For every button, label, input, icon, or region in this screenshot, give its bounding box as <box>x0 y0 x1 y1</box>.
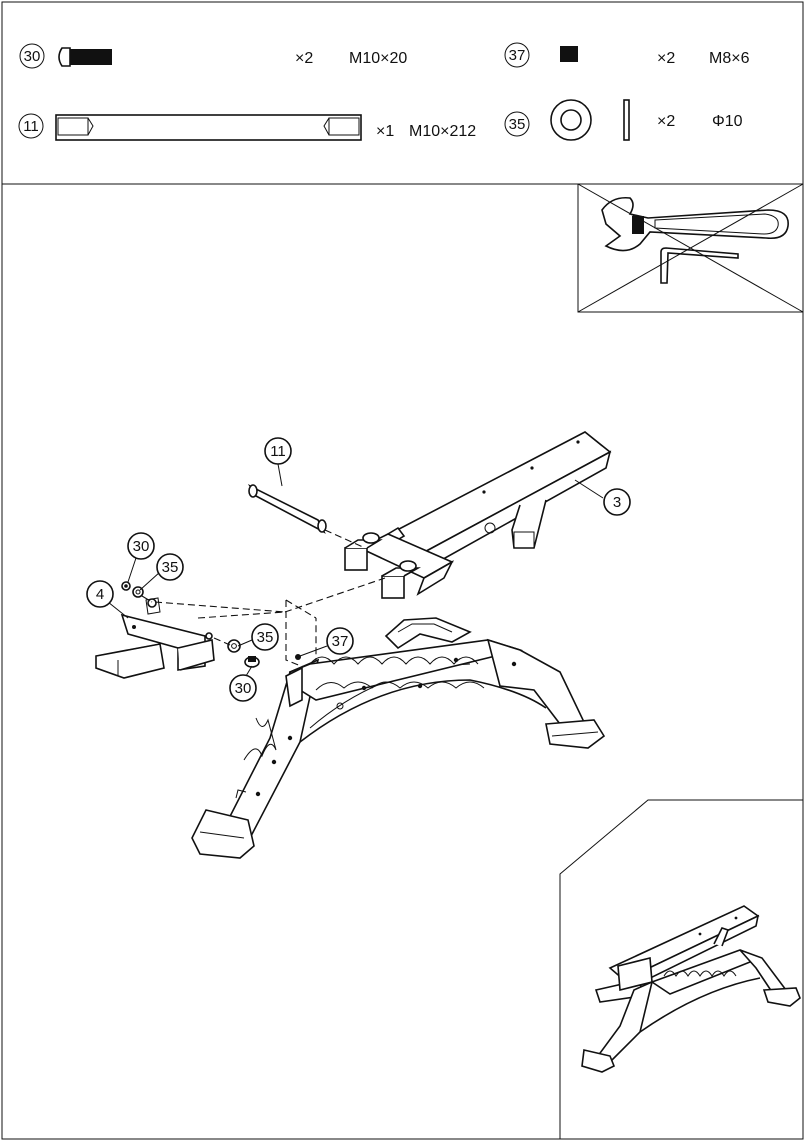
callout-set-screw: 37 <box>299 627 354 657</box>
assembled-preview <box>559 799 804 1140</box>
part-id-37: 37 <box>509 47 526 64</box>
callout-axle: 11 <box>264 437 292 487</box>
set-screw-icon <box>560 46 578 62</box>
part-spec-11: M10×212 <box>409 123 476 140</box>
parts-row-11: 11 ×1 M10×212 <box>18 113 476 141</box>
base-frame <box>191 617 606 859</box>
part-id-30: 30 <box>24 48 41 65</box>
parts-row-30: 30 ×2 M10×20 <box>19 43 407 69</box>
callout-washer-top-text: 35 <box>162 559 179 576</box>
part-id-11: 11 <box>23 118 39 135</box>
washer-icon <box>550 99 630 141</box>
callout-bolt-top-text: 30 <box>133 538 150 555</box>
callout-bolt-top: 30 <box>127 532 155 583</box>
callout-backrest-frame-text: 3 <box>613 494 621 511</box>
washer-bottom-part <box>227 639 241 653</box>
part-qty-11: ×1 <box>376 123 394 140</box>
part-qty-35: ×2 <box>657 113 675 130</box>
callout-set-screw-text: 37 <box>332 633 349 650</box>
tools-box <box>577 183 804 313</box>
callout-backrest-frame: 3 <box>574 479 631 516</box>
callout-seat-bracket-text: 4 <box>96 586 104 603</box>
callout-seat-bracket: 4 <box>86 580 129 619</box>
seat-bracket <box>95 597 215 679</box>
set-screw-part <box>295 654 301 660</box>
bolt-bottom-part <box>244 656 260 668</box>
parts-row-37: 37 ×2 M8×6 <box>504 42 750 68</box>
callout-washer-bottom-text: 35 <box>257 629 274 646</box>
backrest-frame <box>344 431 612 599</box>
callout-washer-bottom: 35 <box>237 623 279 651</box>
part-qty-30: ×2 <box>295 50 313 67</box>
part-id-35: 35 <box>509 116 526 133</box>
part-spec-35: Φ10 <box>712 113 743 130</box>
callout-bolt-bottom: 30 <box>229 665 257 702</box>
hex-key-icon <box>660 247 739 284</box>
bolt-icon <box>58 47 112 67</box>
axle-part <box>247 484 366 549</box>
bolt-top-part <box>121 581 131 591</box>
part-spec-37: M8×6 <box>709 50 750 67</box>
part-qty-37: ×2 <box>657 50 675 67</box>
callout-bolt-bottom-text: 30 <box>235 680 252 697</box>
alignment-lines <box>141 577 386 673</box>
wrench-icon <box>601 196 789 252</box>
part-spec-30: M10×20 <box>349 50 407 67</box>
callout-axle-text: 11 <box>270 443 286 460</box>
axle-rod-icon <box>55 114 362 141</box>
callout-washer-top: 35 <box>139 553 184 591</box>
parts-row-35: 35 ×2 Φ10 <box>504 99 743 141</box>
